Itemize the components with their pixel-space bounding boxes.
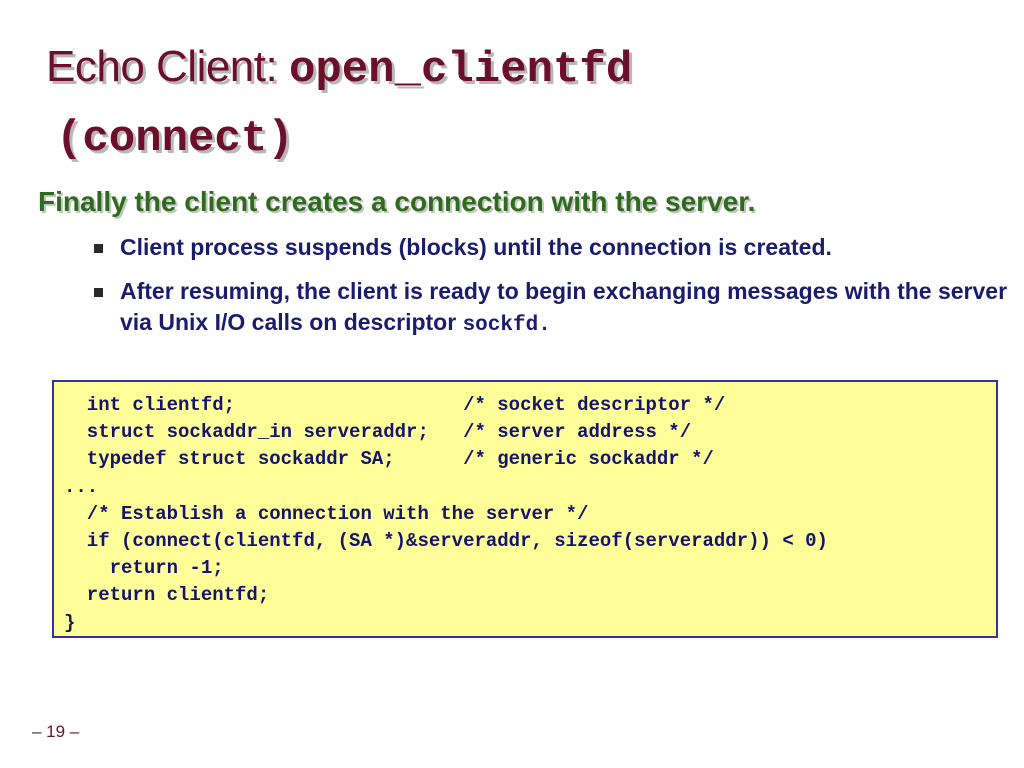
title-function-name: open_clientfd	[288, 45, 633, 95]
square-bullet-icon	[94, 288, 103, 297]
square-bullet-icon	[94, 244, 103, 253]
code-line: struct sockaddr_in serveraddr; /* server…	[64, 421, 692, 444]
code-block: int clientfd; /* socket descriptor */ st…	[52, 380, 998, 638]
code-line: /* Establish a connection with the serve…	[64, 502, 589, 525]
bullet-text: Client process suspends (blocks) until t…	[120, 234, 832, 260]
code-line: typedef struct sockaddr SA; /* generic s…	[64, 448, 714, 471]
bullet-list: Client process suspends (blocks) until t…	[92, 232, 1017, 354]
title-text: Echo Client:	[46, 42, 289, 91]
bullet-item: Client process suspends (blocks) until t…	[92, 232, 1017, 263]
code-line: return clientfd;	[64, 584, 270, 607]
code-line: if (connect(clientfd, (SA *)&serveraddr,…	[64, 530, 828, 553]
code-line: int clientfd; /* socket descriptor */	[64, 394, 726, 416]
page-number: – 19 –	[32, 722, 80, 741]
bullet-text: After resuming, the client is ready to b…	[120, 278, 1008, 335]
bullet-code: sockfd	[462, 314, 539, 337]
lead-text: Finally the client creates a connection …	[38, 186, 756, 217]
bullet-item: After resuming, the client is ready to b…	[92, 276, 1017, 341]
title-subtitle: (connect)	[56, 114, 294, 164]
code-line: return -1;	[64, 557, 224, 580]
slide-title: Echo Client: open_clientfd (connect)	[46, 36, 1006, 170]
code-line: }	[64, 611, 76, 634]
code-line: ...	[64, 475, 99, 498]
code-listing: int clientfd; /* socket descriptor */ st…	[64, 392, 996, 637]
bullet-suffix: .	[538, 314, 551, 337]
